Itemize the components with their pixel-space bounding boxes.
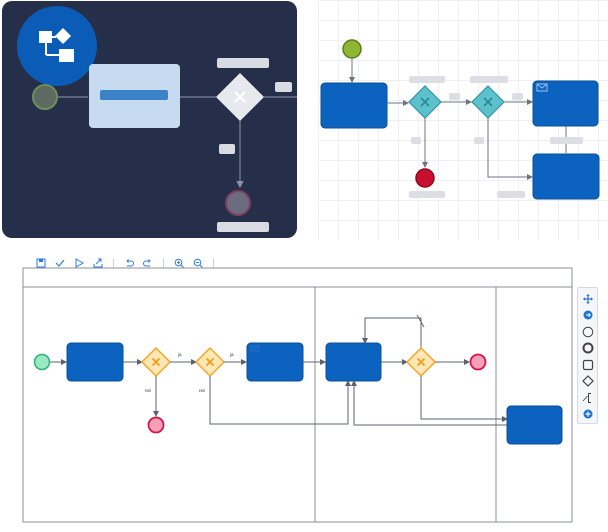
- save-icon[interactable]: [34, 256, 48, 270]
- flow-label-placeholder: [275, 82, 292, 92]
- tool-palette: [577, 287, 598, 424]
- app-logo: [17, 6, 97, 86]
- task-box[interactable]: [325, 342, 382, 382]
- toolbar-divider: [163, 258, 164, 268]
- validate-check-icon[interactable]: [53, 256, 67, 270]
- default-flow-marker: [416, 314, 425, 328]
- task-box[interactable]: [532, 153, 600, 200]
- end-event[interactable]: [415, 168, 435, 188]
- flow-label-placeholder: [497, 191, 525, 198]
- connect-tool-icon[interactable]: [580, 308, 596, 324]
- gateway-x-icon: [205, 357, 215, 367]
- task-tool-icon[interactable]: [580, 357, 596, 373]
- task-box[interactable]: [66, 342, 124, 382]
- envelope-icon: [536, 83, 548, 92]
- gateway-tool-icon[interactable]: [580, 374, 596, 390]
- dark-preview-panel: [2, 1, 297, 238]
- export-icon[interactable]: [91, 256, 105, 270]
- flow-label-placeholder: [411, 137, 421, 144]
- bpmn-editor: [0, 250, 608, 532]
- start-event[interactable]: [33, 353, 51, 371]
- undo-icon[interactable]: [122, 256, 136, 270]
- end-event[interactable]: [147, 416, 165, 434]
- end-label-placeholder: [217, 222, 269, 232]
- flow-label-no: nei: [199, 388, 205, 393]
- zoom-out-icon[interactable]: [191, 256, 205, 270]
- move-tool-icon[interactable]: [580, 291, 596, 307]
- editor-toolbar: [34, 256, 222, 270]
- flow-label-placeholder: [219, 144, 235, 154]
- gateway-label-placeholder: [217, 58, 269, 68]
- end-event[interactable]: [469, 353, 487, 371]
- flow-label-placeholder: [512, 93, 523, 100]
- start-event-tool-icon[interactable]: [580, 324, 596, 340]
- toolbar-divider: [213, 258, 214, 268]
- gateway-x-icon: [234, 91, 246, 103]
- flow-label-placeholder: [474, 137, 484, 144]
- toolbar-divider: [113, 258, 114, 268]
- workflow-logo-icon: [39, 28, 74, 62]
- add-tool-icon[interactable]: [580, 407, 596, 423]
- task-box[interactable]: [320, 82, 388, 129]
- envelope-icon: [250, 345, 260, 352]
- gateway-x-icon: [416, 357, 426, 367]
- flow-label-placeholder: [449, 93, 460, 100]
- end-event[interactable]: [225, 190, 251, 216]
- gateway-label-placeholder: [409, 76, 445, 83]
- play-icon[interactable]: [72, 256, 86, 270]
- zoom-in-icon[interactable]: [172, 256, 186, 270]
- task-label-placeholder: [100, 90, 168, 100]
- flow-label-no: nei: [145, 388, 151, 393]
- pool[interactable]: [22, 267, 573, 523]
- gateway-x-icon: [151, 357, 161, 367]
- gateway-label-placeholder: [470, 76, 508, 83]
- redo-icon[interactable]: [141, 256, 155, 270]
- end-event-tool-icon[interactable]: [580, 341, 596, 357]
- grid-preview-diagram: [320, 39, 600, 200]
- annotation-tool-icon[interactable]: [580, 390, 596, 406]
- grid-preview-panel: [318, 0, 608, 240]
- gateway-x-icon: [420, 97, 430, 107]
- task-box[interactable]: [506, 405, 563, 445]
- flow-label-yes: ja: [229, 352, 234, 357]
- flow-label-yes: ja: [177, 352, 182, 357]
- gateway-x-icon: [483, 97, 493, 107]
- end-label-placeholder: [409, 191, 445, 198]
- flow-label-placeholder: [550, 137, 583, 144]
- dark-preview-diagram: [17, 6, 297, 232]
